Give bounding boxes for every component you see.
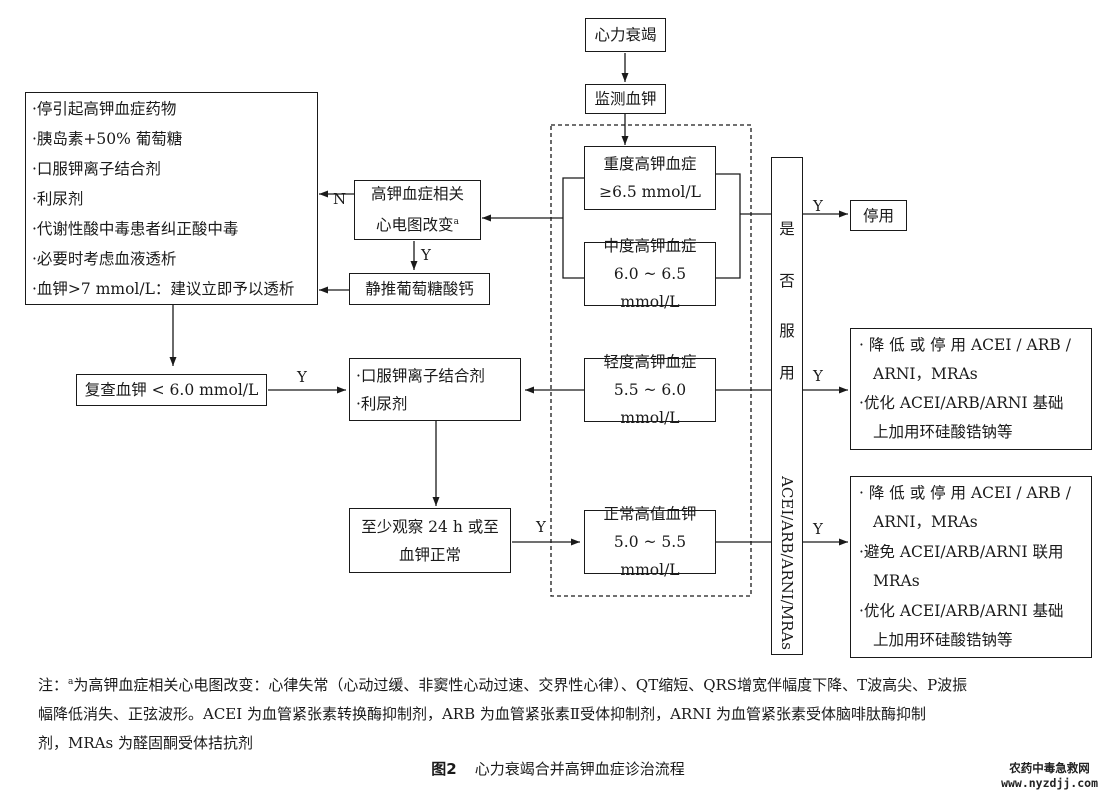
node-recheck-potassium: 复查血钾 < 6.0 mmol/L — [76, 374, 267, 406]
node-normal-high-potassium: 正常高值血钾 5.0 ~ 5.5 mmol/L — [584, 505, 716, 579]
using-char: 用 — [779, 364, 795, 382]
treatment-item: ·利尿剂 — [32, 189, 84, 208]
footnote-marker: a — [68, 677, 74, 687]
node-iv-calcium-gluconate: 静推葡萄糖酸钙 — [349, 273, 490, 305]
edge-label-y: Y — [813, 197, 823, 215]
action-line: 上加用环硅酸锆钠等 — [873, 631, 1013, 649]
node-stop: 停用 — [850, 200, 907, 231]
action-line: · 降 低 或 停 用 ACEI / ARB / — [859, 483, 1071, 502]
normal-high-range: 5.0 ~ 5.5 mmol/L — [613, 533, 687, 579]
ecg-footnote-marker: a — [453, 217, 459, 228]
treatment-item: ·停引起高钾血症药物 — [32, 99, 177, 118]
action-line: ·优化 ACEI/ARB/ARNI 基础 — [859, 394, 1064, 412]
using-drugs-rotated: ACEI/ARB/ARNI/MRAs — [778, 476, 796, 650]
severe-title: 重度高钾血症 — [603, 155, 697, 173]
node-heart-failure-text: 心力衰竭 — [594, 26, 657, 44]
footnote: 注：a为高钾血症相关心电图改变：心律失常（心动过缓、非窦性心动过速、交界性心律）… — [38, 668, 1086, 758]
edge-label-y: Y — [536, 518, 546, 536]
dashed-group-border — [550, 124, 752, 597]
footnote-line: 幅降低消失、正弦波形。ACEI 为血管紧张素转换酶抑制剂，ARB 为血管紧张素Ⅱ… — [38, 705, 927, 723]
action-line: 上加用环硅酸锆钠等 — [873, 423, 1013, 441]
severe-range: ≥6.5 mmol/L — [599, 183, 701, 201]
node-action-normal-high: · 降 低 或 停 用 ACEI / ARB / ARNI，MRAs ·避免 A… — [850, 476, 1092, 658]
node-emergency-treatment-list: ·停引起高钾血症药物 ·胰岛素+50% 葡萄糖 ·口服钾离子结合剂 ·利尿剂 ·… — [25, 92, 318, 305]
site-watermark: 农药中毒急救网 www.nyzdjj.com — [1001, 761, 1098, 791]
observe-line1: 至少观察 24 h 或至 — [361, 517, 499, 536]
action-line: MRAs — [873, 572, 920, 590]
edge-label-y: Y — [813, 520, 823, 538]
treatment-item: ·胰岛素+50% 葡萄糖 — [32, 129, 183, 148]
node-using-raas-inhibitors: 是 否 服 用 ACEI/ARB/ARNI/MRAs — [771, 157, 803, 655]
edge-label-y: Y — [297, 368, 307, 386]
action-line: · 降 低 或 停 用 ACEI / ARB / — [859, 336, 1071, 354]
normal-high-title: 正常高值血钾 — [603, 505, 697, 523]
iv-calcium-text: 静推葡萄糖酸钙 — [365, 280, 474, 298]
edge-label-n: N — [333, 190, 347, 208]
watermark-url: www.nyzdjj.com — [1001, 776, 1098, 790]
ecg-change-line1: 高钾血症相关 — [370, 185, 464, 204]
edge-label-y: Y — [421, 246, 431, 264]
figure-caption: 图2 心力衰竭合并高钾血症诊治流程 — [0, 758, 1116, 779]
node-monitor-potassium-text: 监测血钾 — [594, 90, 657, 108]
ecg-change-line2: 心电图改变a — [376, 216, 459, 235]
node-action-mild: · 降 低 或 停 用 ACEI / ARB / ARNI，MRAs ·优化 A… — [850, 328, 1092, 450]
treatment-item: ·血钾>7 mmol/L：建议立即予以透析 — [32, 279, 295, 298]
node-ecg-change: 高钾血症相关 心电图改变a — [354, 180, 481, 240]
watermark-name: 农药中毒急救网 — [1009, 761, 1090, 775]
observe-line2: 血钾正常 — [398, 545, 461, 564]
using-char: 是 — [779, 220, 795, 238]
footnote-line: 剂，MRAs 为醛固酮受体拮抗剂 — [38, 734, 253, 752]
oral-binder-line: ·口服钾离子结合剂 — [356, 366, 485, 385]
node-mild-hyperkalemia: 轻度高钾血症 5.5 ~ 6.0 mmol/L — [584, 353, 716, 427]
stop-text: 停用 — [862, 206, 894, 225]
figure-number: 图2 — [431, 760, 457, 778]
using-char: 否 — [779, 272, 795, 290]
action-line: ARNI，MRAs — [873, 513, 978, 531]
mild-title: 轻度高钾血症 — [603, 353, 697, 371]
node-heart-failure: 心力衰竭 — [585, 18, 666, 52]
edge-label-y: Y — [813, 367, 823, 385]
figure-title: 心力衰竭合并高钾血症诊治流程 — [474, 760, 685, 778]
node-observe-24h: 至少观察 24 h 或至 血钾正常 — [349, 508, 511, 573]
treatment-item: ·代谢性酸中毒患者纠正酸中毒 — [32, 219, 239, 238]
node-severe-hyperkalemia: 重度高钾血症 ≥6.5 mmol/L — [584, 146, 716, 210]
node-oral-binder-diuretic: ·口服钾离子结合剂 ·利尿剂 — [349, 358, 521, 421]
moderate-title: 中度高钾血症 — [603, 237, 697, 255]
mild-range: 5.5 ~ 6.0 mmol/L — [613, 381, 687, 427]
node-monitor-potassium: 监测血钾 — [585, 84, 666, 114]
moderate-range: 6.0 ~ 6.5 mmol/L — [613, 265, 687, 311]
node-moderate-hyperkalemia: 中度高钾血症 6.0 ~ 6.5 mmol/L — [584, 237, 716, 311]
treatment-item: ·必要时考虑血液透析 — [32, 249, 177, 268]
action-line: ARNI，MRAs — [873, 365, 978, 383]
action-line: ·避免 ACEI/ARB/ARNI 联用 — [859, 542, 1064, 561]
footnote-line: 注：a为高钾血症相关心电图改变：心律失常（心动过缓、非窦性心动过速、交界性心律）… — [38, 676, 968, 694]
treatment-item: ·口服钾离子结合剂 — [32, 159, 161, 178]
diuretic-line: ·利尿剂 — [356, 394, 408, 413]
recheck-text: 复查血钾 < 6.0 mmol/L — [84, 381, 259, 399]
using-char: 服 — [779, 322, 795, 340]
action-line: ·优化 ACEI/ARB/ARNI 基础 — [859, 601, 1064, 620]
